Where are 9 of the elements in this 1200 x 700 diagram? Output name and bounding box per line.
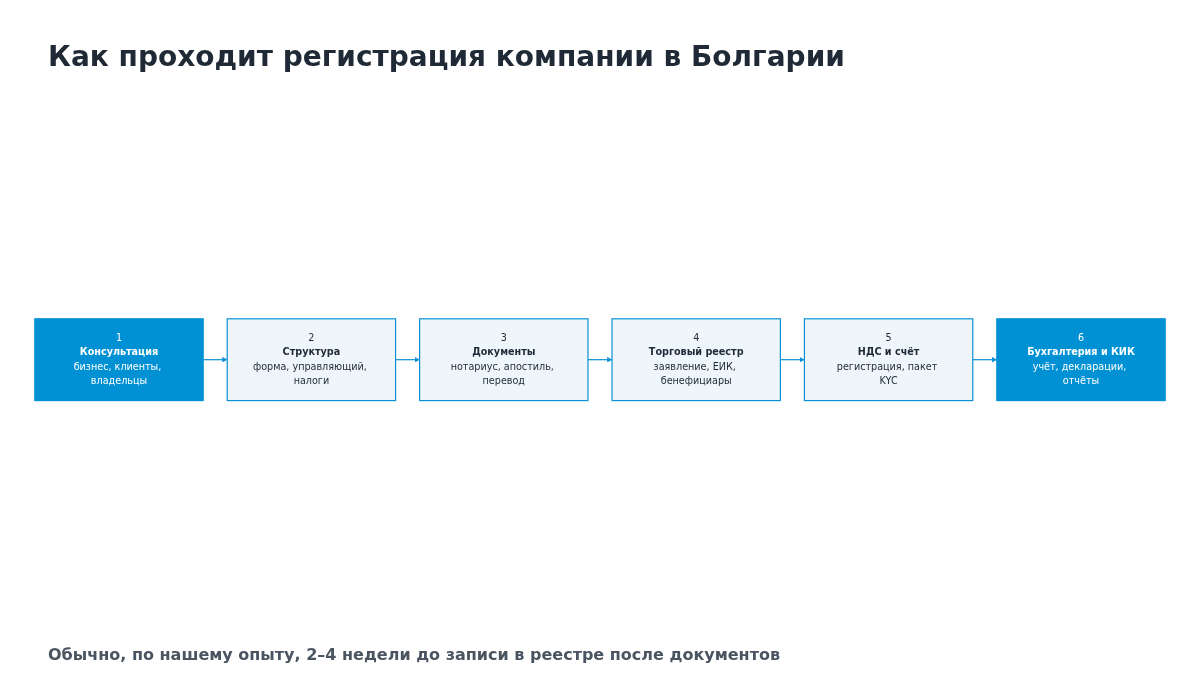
node-box: 1 Консультация бизнес, клиенты, владельцы <box>34 318 204 402</box>
arrow <box>587 357 613 363</box>
caption: Обычно, по нашему опыту, 2–4 недели до записи в реестре после документов <box>48 645 781 664</box>
node-box: 5 НДС и счёт регистрация, пакет KYC <box>803 318 974 402</box>
title: Как проходит регистрация компании в Болгарии <box>48 40 845 73</box>
node-box: 3 Документы нотариус, апостиль, перевод <box>419 318 589 402</box>
node-box: 6 Бухгалтерия и КИК учёт, декларации, отчёты <box>996 318 1166 402</box>
node-box: 2 Структура форма, управляющий, налоги <box>226 318 397 402</box>
node-box: 4 Торговый реестр заявление, ЕИК, бенефициары <box>611 318 781 402</box>
